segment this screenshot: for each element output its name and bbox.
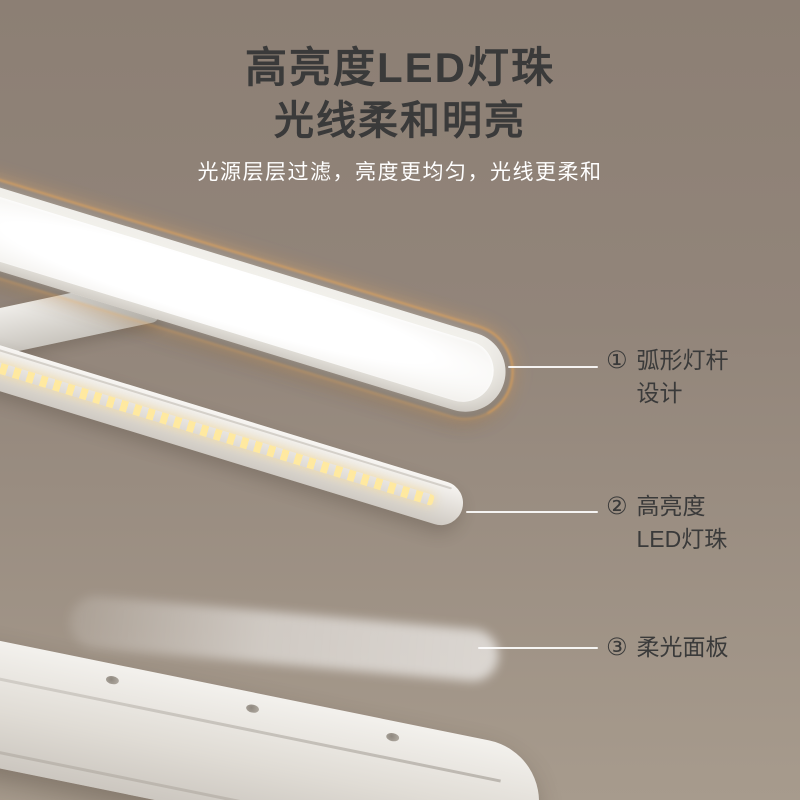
callout-2-label-line2: LED灯珠 [636,526,728,553]
callout-1-number: ① [606,347,628,374]
callout-1-label-line1: 弧形灯杆 [636,347,729,373]
callout-2-label-line1: 高亮度 [636,493,706,519]
page-subtitle: 光源层层过滤，亮度更均匀，光线更柔和 [197,161,603,184]
callout-2: ② 高亮度 LED灯珠 [606,490,727,557]
callout-3: ③ 柔光面板 [606,631,729,665]
screw-hole [105,674,120,686]
callout-line-2 [466,511,598,513]
page-title-line-2: 光线柔和明亮 [274,99,526,143]
page-title-line-1: 高亮度LED灯珠 [244,44,555,91]
callout-1: ① 弧形灯杆 设计 [606,344,729,411]
screw-hole [385,731,400,743]
callout-3-label-line1: 柔光面板 [636,634,729,660]
base-groove-line [0,666,502,783]
callout-1-label-line2: 设计 [636,380,683,407]
callout-3-number: ③ [606,634,628,661]
screw-hole [245,703,260,714]
callout-line-1 [508,366,598,368]
callout-line-3 [478,647,598,649]
callout-2-number: ② [606,493,628,520]
